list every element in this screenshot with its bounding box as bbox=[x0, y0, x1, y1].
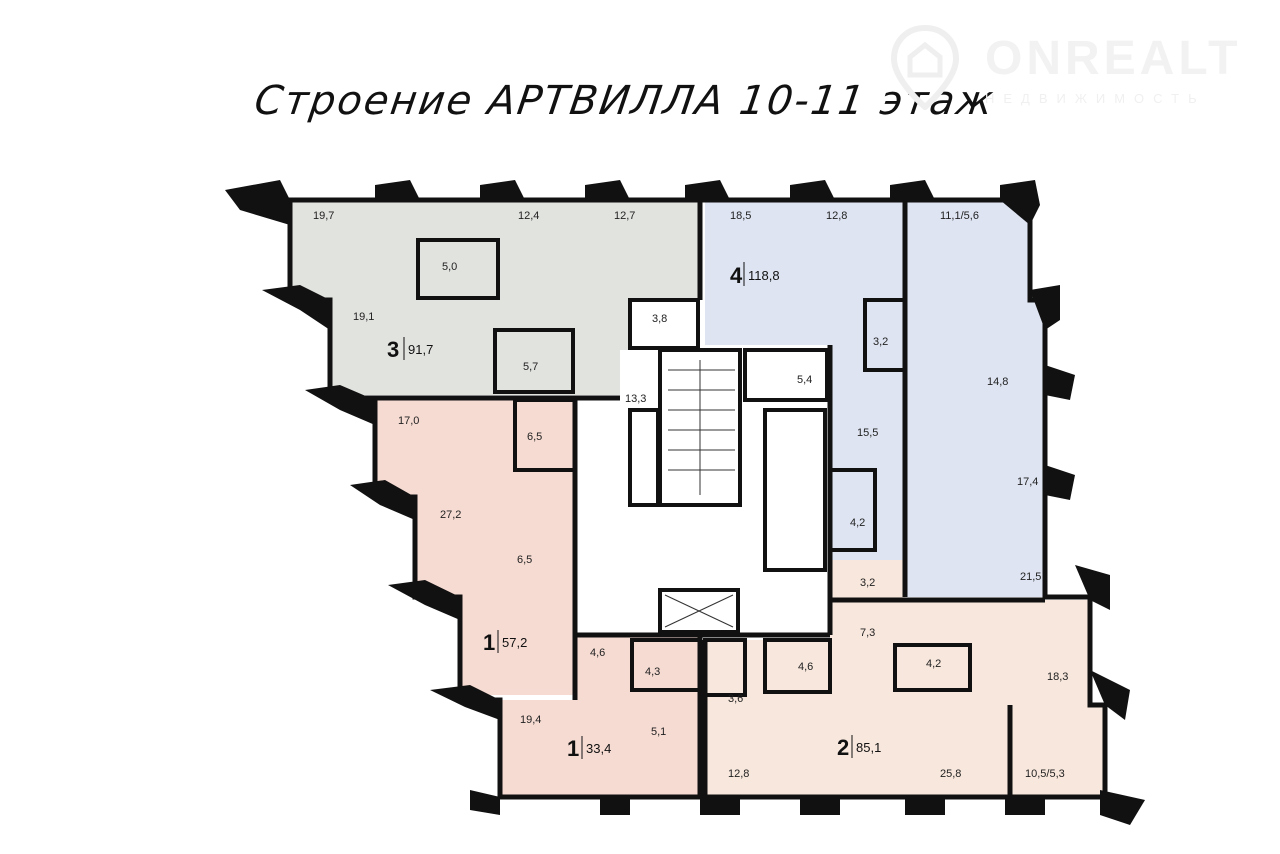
room-area: 4,6 bbox=[590, 647, 605, 659]
apt4-area: 118,8 bbox=[748, 268, 780, 283]
room-area: 18,3 bbox=[1047, 671, 1068, 683]
room-area: 4,3 bbox=[645, 666, 660, 678]
apartment-1-large-area[interactable] bbox=[375, 400, 575, 695]
room-area: 5,0 bbox=[442, 261, 457, 273]
room-area: 4,2 bbox=[926, 658, 941, 670]
room-area: 6,5 bbox=[527, 431, 542, 443]
room-area: 11,1/5,6 bbox=[940, 210, 979, 222]
room-area: 17,4 bbox=[1017, 476, 1038, 488]
room-area: 27,2 bbox=[440, 509, 461, 521]
room-area: 15,5 bbox=[857, 427, 878, 439]
room-area: 6,5 bbox=[517, 554, 532, 566]
room-area: 18,5 bbox=[730, 210, 751, 222]
room-area: 12,8 bbox=[826, 210, 847, 222]
room-area: 19,1 bbox=[353, 311, 374, 323]
room-area: 14,8 bbox=[987, 376, 1008, 388]
apt1-large-rooms: 1 bbox=[483, 630, 495, 655]
room-area: 5,4 bbox=[797, 374, 812, 386]
room-area: 3,2 bbox=[873, 336, 888, 348]
house-pin-icon bbox=[890, 25, 960, 110]
apt4-rooms: 4 bbox=[730, 263, 743, 288]
room-area: 4,2 bbox=[850, 517, 865, 529]
apt2-rooms: 2 bbox=[837, 735, 849, 760]
elevator-icon bbox=[664, 594, 734, 628]
facade-piers bbox=[225, 180, 1145, 825]
apt2-area: 85,1 bbox=[856, 740, 881, 755]
room-area: 25,8 bbox=[940, 768, 961, 780]
room-area: 7,3 bbox=[860, 627, 875, 639]
room-labels: 19,7 12,4 12,7 5,0 19,1 3,8 5,7 13,3 18,… bbox=[313, 210, 1068, 780]
room-area: 12,8 bbox=[728, 768, 749, 780]
room-area: 3,6 bbox=[728, 693, 743, 705]
shaft bbox=[763, 408, 827, 572]
room-area: 3,2 bbox=[860, 577, 875, 589]
room-area: 4,6 bbox=[798, 661, 813, 673]
watermark-brand: ONREALT bbox=[985, 32, 1242, 85]
room-area: 5,7 bbox=[523, 361, 538, 373]
apt1-large-area: 57,2 bbox=[502, 635, 527, 650]
bathrooms bbox=[416, 238, 972, 697]
room-area: 17,0 bbox=[398, 415, 419, 427]
room-area: 12,7 bbox=[614, 210, 635, 222]
apt3-rooms: 3 bbox=[387, 337, 399, 362]
shaft bbox=[628, 408, 660, 507]
watermark-tagline: НЕДВИЖИМОСТЬ bbox=[985, 91, 1206, 106]
room-area: 5,1 bbox=[651, 726, 666, 738]
apt3-area: 91,7 bbox=[408, 342, 433, 357]
watermark-logo: ONREALT НЕДВИЖИМОСТЬ bbox=[885, 25, 1255, 115]
room-area: 19,4 bbox=[520, 714, 541, 726]
room-area: 19,7 bbox=[313, 210, 334, 222]
apt1-small-area: 33,4 bbox=[586, 741, 611, 756]
room-area: 10,5/5,3 bbox=[1025, 768, 1065, 780]
apartment-1-small-area[interactable] bbox=[500, 635, 700, 795]
room-area: 13,3 bbox=[625, 393, 646, 405]
apartment-4-area[interactable] bbox=[705, 200, 1045, 597]
room-area: 21,5 bbox=[1020, 571, 1041, 583]
room-area: 3,8 bbox=[652, 313, 667, 325]
room-area: 12,4 bbox=[518, 210, 539, 222]
stairs-icon bbox=[668, 360, 735, 495]
apartment-2-area[interactable] bbox=[705, 560, 1105, 795]
apt1-small-rooms: 1 bbox=[567, 736, 579, 761]
